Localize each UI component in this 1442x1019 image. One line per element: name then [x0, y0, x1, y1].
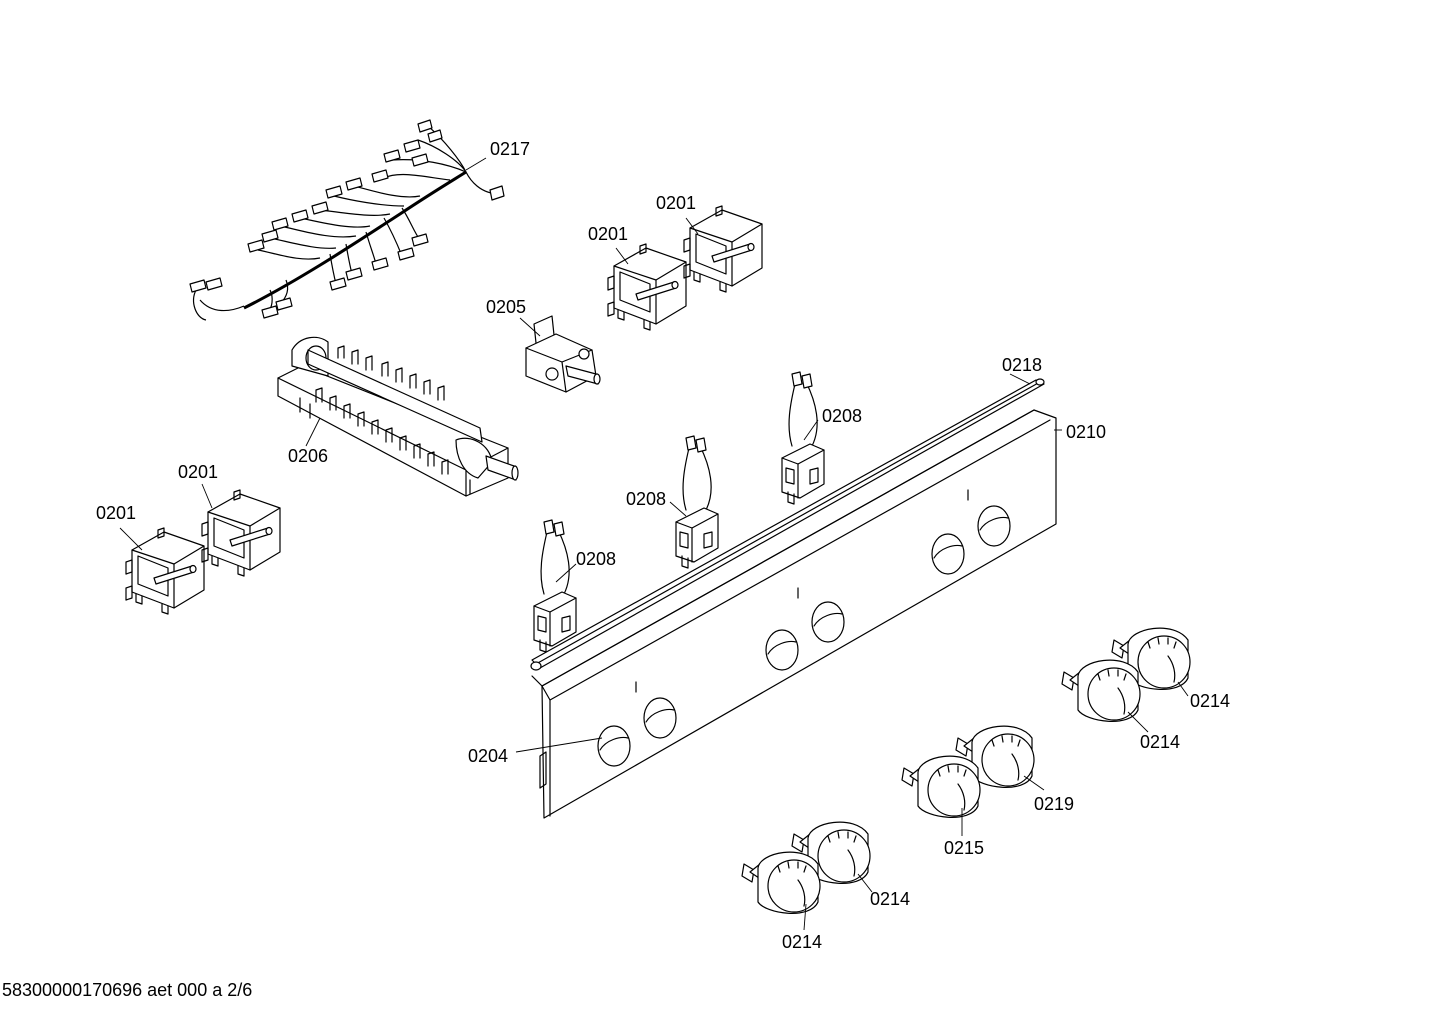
label-0215: 0215: [944, 838, 984, 858]
switch-0208-b: [675, 435, 719, 569]
label-0201: 0201: [656, 193, 696, 213]
energy-regulator-0201-d: [201, 489, 281, 577]
document-id-footer: 58300000170696 aet 000 a 2/6: [2, 980, 253, 1000]
selector-switch-0206: [277, 336, 519, 497]
label-0201: 0201: [588, 224, 628, 244]
label-0201: 0201: [178, 462, 218, 482]
label-0217: 0217: [490, 139, 530, 159]
knob-hole: [765, 629, 799, 671]
control-panel-0210: [531, 409, 1057, 819]
part-labels: 0217 0201 0201 0205 0206 0201 0201 0218 …: [96, 139, 1230, 952]
label-0214: 0214: [1190, 691, 1230, 711]
switch-0208-a: [533, 519, 577, 653]
energy-regulator-0201-b: [683, 205, 763, 293]
trim-strip-0218: [530, 378, 1045, 671]
label-0219: 0219: [1034, 794, 1074, 814]
label-0210: 0210: [1066, 422, 1106, 442]
label-0204: 0204: [468, 746, 508, 766]
label-0201: 0201: [96, 503, 136, 523]
knob-hole: [643, 697, 677, 739]
knob-hole: [931, 533, 965, 575]
label-0205: 0205: [486, 297, 526, 317]
label-0208: 0208: [626, 489, 666, 509]
label-0214: 0214: [782, 932, 822, 952]
label-0214: 0214: [870, 889, 910, 909]
knob-hole: [597, 725, 631, 767]
energy-regulator-0201-c: [125, 527, 205, 615]
label-0206: 0206: [288, 446, 328, 466]
switch-0205: [525, 315, 601, 393]
energy-regulator-0201-a: [607, 243, 687, 331]
knob-hole: [811, 601, 845, 643]
label-0208: 0208: [576, 549, 616, 569]
leader-lines: [119, 157, 1189, 931]
knob-hole: [977, 505, 1011, 547]
label-0208: 0208: [822, 406, 862, 426]
wiring-harness-0217: [189, 119, 505, 321]
switch-0208-c: [781, 371, 825, 505]
label-0218: 0218: [1002, 355, 1042, 375]
control-knob-0214-d: [741, 851, 821, 914]
label-0214: 0214: [1140, 732, 1180, 752]
control-knob-0215: [901, 755, 981, 818]
